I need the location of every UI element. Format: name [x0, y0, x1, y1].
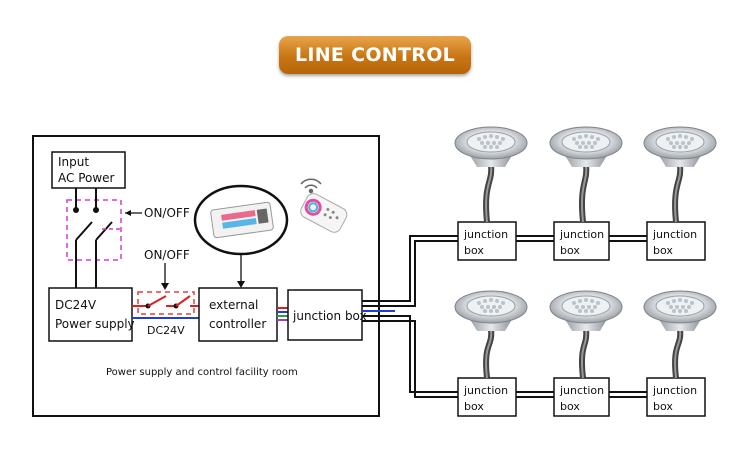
- junction-label: box: [560, 244, 580, 257]
- underwater-led-light-icon: [454, 290, 528, 379]
- psu-line1: DC24V: [55, 298, 97, 312]
- facility-room-caption: Power supply and control facility room: [106, 367, 298, 378]
- junction-box-top-1: junction box: [457, 221, 517, 261]
- input-ac-line2: AC Power: [58, 171, 115, 185]
- underwater-led-light-icon: [643, 290, 717, 379]
- title-badge: LINE CONTROL: [279, 36, 471, 74]
- dc-switch: [132, 291, 199, 315]
- underwater-led-light-icon: [549, 290, 623, 379]
- on-off-label-2: ON/OFF: [144, 248, 190, 262]
- junction-label: box: [653, 244, 673, 257]
- junction-box-top-2: junction box: [553, 221, 610, 261]
- junction-label: junction: [559, 384, 604, 397]
- facility-room-frame: [32, 135, 380, 417]
- main-junction-box: junction box: [287, 289, 367, 341]
- input-ac-line1: Input: [58, 155, 89, 169]
- junction-label: box: [653, 400, 673, 413]
- external-controller-box: external controller: [198, 287, 278, 342]
- junction-box-top-3: junction box: [646, 221, 706, 261]
- junction-label: box: [464, 400, 484, 413]
- power-supply-box: DC24V Power supply: [48, 287, 135, 342]
- junction-label: junction: [463, 228, 508, 241]
- main-junction-label: junction box: [292, 309, 367, 323]
- output-wiring: [362, 235, 458, 398]
- junction-box-bottom-3: junction box: [646, 377, 706, 417]
- input-ac-power-box: Input AC Power: [51, 151, 126, 189]
- junction-label: junction: [463, 384, 508, 397]
- led-driver-controller-icon: [193, 184, 289, 256]
- underwater-led-light-icon: [454, 126, 528, 223]
- controller-line2: controller: [209, 317, 266, 331]
- dc24v-label: DC24V: [147, 324, 185, 337]
- controller-line1: external: [209, 298, 258, 312]
- junction-label: junction: [652, 384, 697, 397]
- junction-box-bottom-1: junction box: [457, 377, 517, 417]
- junction-label: box: [560, 400, 580, 413]
- rgb-remote-control-icon: [300, 193, 348, 233]
- junction-label: box: [464, 244, 484, 257]
- wireless-signal-icon: [300, 178, 322, 194]
- psu-line2: Power supply: [55, 317, 135, 331]
- on-off-label-1: ON/OFF: [144, 206, 190, 220]
- junction-label: junction: [559, 228, 604, 241]
- underwater-led-light-icon: [549, 126, 623, 223]
- main-switch: [66, 188, 142, 288]
- junction-label: junction: [652, 228, 697, 241]
- underwater-led-light-icon: [643, 126, 717, 223]
- junction-box-bottom-2: junction box: [553, 377, 610, 417]
